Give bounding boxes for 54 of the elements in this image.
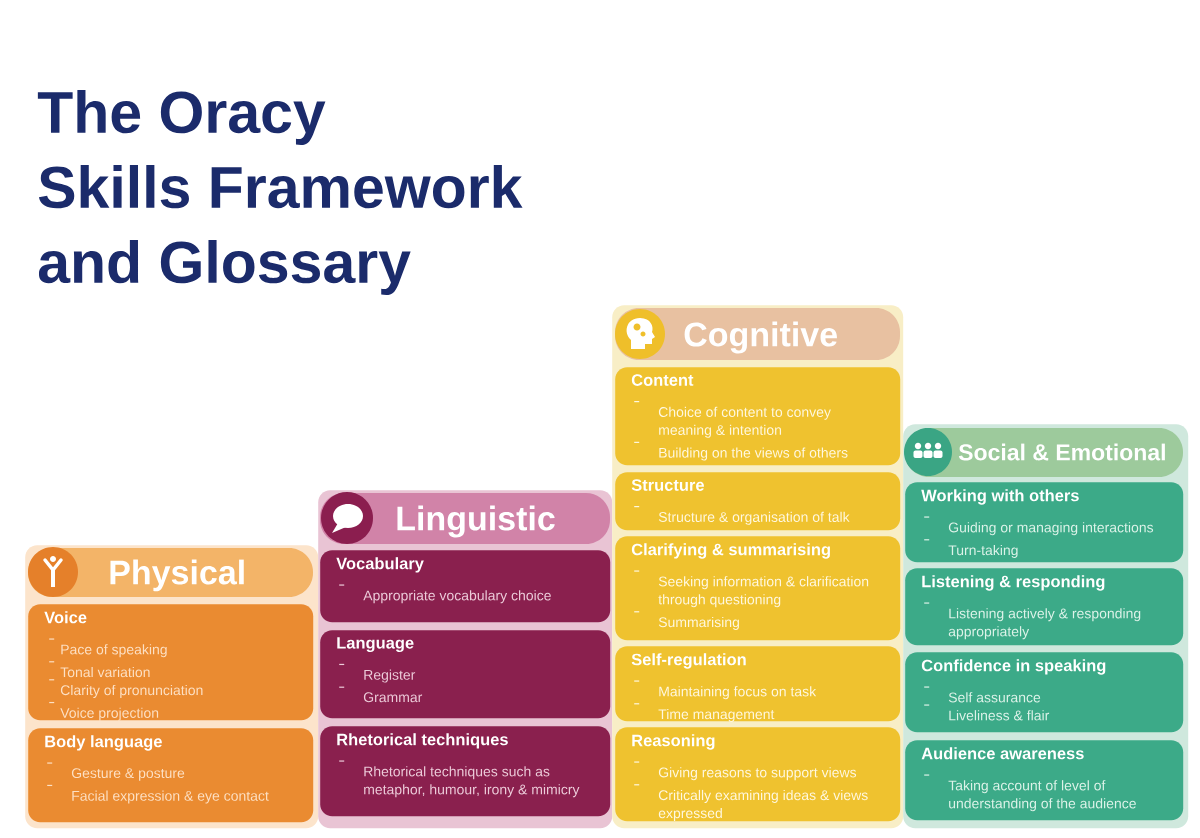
skill-heading: Voice — [44, 611, 87, 624]
skill-box — [905, 482, 1184, 563]
bullet-text: Building on the views of others — [659, 447, 848, 461]
bullet-text: Gesture & posture — [71, 768, 185, 781]
skill-heading: Confidence in speaking — [921, 659, 1106, 675]
bullet-text: Self assurance — [948, 692, 1041, 703]
bullet-text: Appropriate vocabulary choice — [363, 590, 551, 604]
skill-heading: Self-regulation — [631, 653, 746, 669]
bullet-text: Tonal variation — [60, 666, 150, 678]
title: The Oracy Skills Framework and Glossary — [37, 90, 523, 295]
skill-heading: Working with others — [921, 489, 1079, 505]
bullet-text: Guiding or managing interactions — [948, 522, 1154, 536]
skill-heading: Audience awareness — [921, 747, 1084, 760]
skill-box — [615, 367, 901, 466]
bullet-text: Seeking information & clarification through questioning — [658, 576, 869, 608]
skill-heading: Listening & responding — [922, 575, 1105, 591]
bullet-text: Structure & organisation of talk — [658, 511, 850, 525]
bullet-text: Critically examining ideas & views expressed — [658, 789, 868, 821]
skill-box — [905, 740, 1184, 821]
bullet-text: Choice of content to convey meaning & intention — [658, 406, 831, 438]
skill-heading: Vocabulary — [336, 557, 424, 573]
skill-heading: Reasoning — [632, 734, 715, 750]
bullet-text: Pace of speaking — [61, 644, 167, 658]
skill-box — [615, 472, 901, 531]
skill-heading: Content — [631, 374, 694, 386]
bullet-text: Clarity of pronunciation — [60, 684, 203, 698]
skill-box — [320, 630, 611, 719]
skill-box — [905, 568, 1184, 646]
skill-box — [615, 646, 901, 722]
skill-heading: Language — [337, 637, 414, 653]
skill-box — [905, 652, 1184, 733]
bullet-text: Maintaining focus on task — [659, 686, 817, 700]
bullet-text: Listening actively & responding appropriately — [948, 608, 1141, 640]
bullet-text: Giving reasons to support views — [658, 767, 857, 781]
bullet-text: Voice projection — [60, 707, 159, 721]
bullet-text: Register — [364, 669, 416, 683]
skill-box — [320, 726, 611, 817]
skill-heading: Clarifying & summarising — [631, 543, 830, 559]
bullet-text: Turn-taking — [948, 544, 1018, 558]
bullet-text: Liveliness & flair — [949, 710, 1050, 721]
bullet-text: Facial expression & eye contact — [72, 790, 269, 804]
skill-heading: Rhetorical techniques — [337, 733, 508, 749]
skill-heading: Body language — [45, 735, 162, 751]
skill-heading: Structure — [631, 479, 704, 491]
bullet-text: Grammar — [363, 692, 423, 703]
skill-box — [615, 727, 901, 822]
bullet-text: Time management — [658, 708, 775, 722]
bullet-text: Taking account of level of understanding of the audience — [948, 780, 1136, 812]
bullet-text: Summarising — [658, 616, 739, 630]
bullet-text: Rhetorical techniques such as metaphor, humour, irony & mimicry — [364, 766, 580, 798]
skill-box — [28, 728, 314, 823]
skill-box — [320, 550, 611, 623]
skill-box — [28, 604, 314, 721]
skill-box — [615, 536, 901, 641]
